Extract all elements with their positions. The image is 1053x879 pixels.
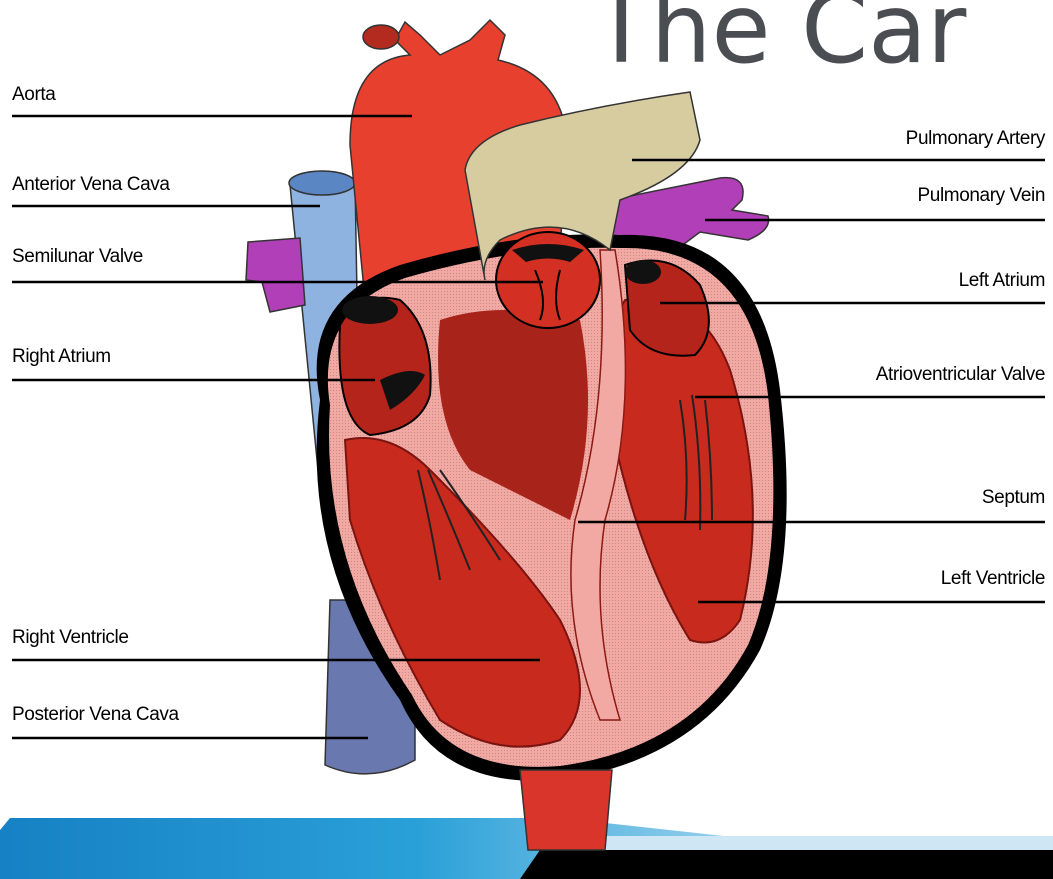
label-left-atrium: Left Atrium [959,270,1045,292]
label-posterior-vena-cava: Posterior Vena Cava [12,704,179,726]
label-atrioventricular-valve: Atrioventricular Valve [876,364,1045,386]
label-right-ventricle: Right Ventricle [12,627,129,649]
label-right-atrium: Right Atrium [12,346,111,368]
label-left-ventricle: Left Ventricle [941,568,1045,590]
label-pulmonary-vein: Pulmonary Vein [918,185,1045,207]
pulmonary-vein-left [246,238,305,312]
descending-aorta [520,770,612,850]
label-anterior-vena-cava: Anterior Vena Cava [12,174,170,196]
label-pulmonary-artery: Pulmonary Artery [906,128,1045,150]
label-aorta: Aorta [12,84,55,106]
label-septum: Septum [982,487,1045,509]
semilunar-valve [496,232,600,328]
label-semilunar-valve: Semilunar Valve [12,246,143,268]
